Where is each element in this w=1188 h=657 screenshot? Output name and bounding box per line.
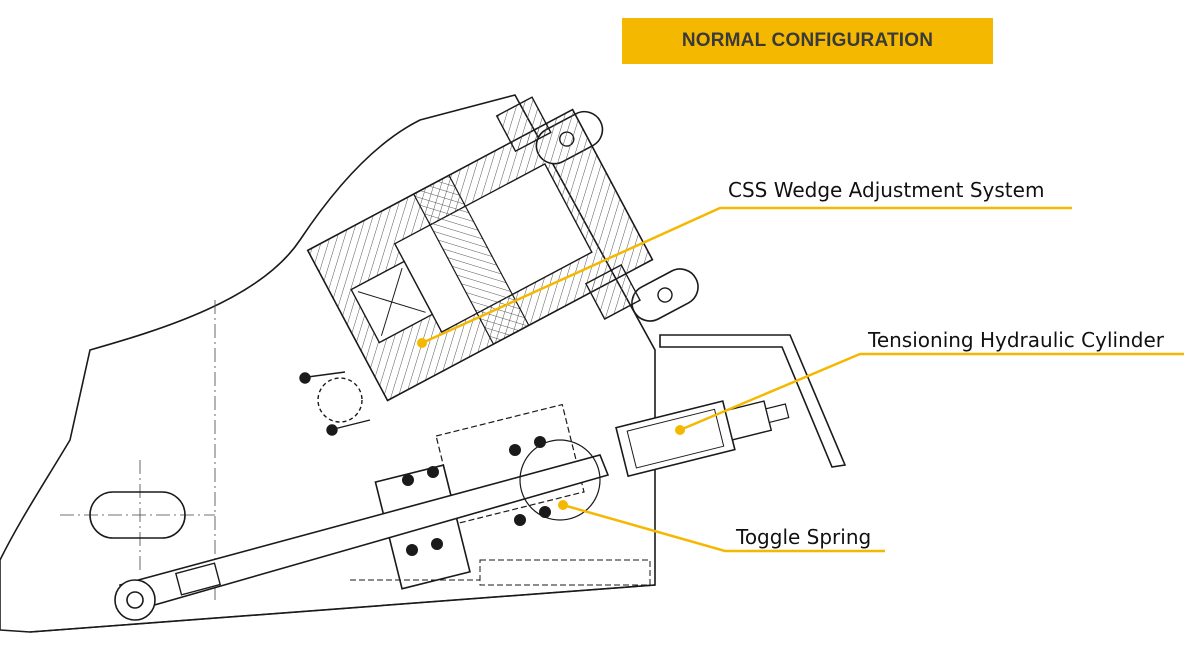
leader-css-wedge bbox=[421, 206, 1072, 345]
label-toggle-spring: Toggle Spring bbox=[736, 525, 872, 549]
leader-toggle-spring bbox=[562, 503, 885, 553]
title-banner: NORMAL CONFIGURATION bbox=[622, 18, 993, 64]
lower-dashed-frame bbox=[479, 559, 651, 586]
label-tensioning-cylinder: Tensioning Hydraulic Cylinder bbox=[868, 328, 1164, 352]
toggle-spring-coils bbox=[402, 436, 551, 556]
leader-tension-cyl bbox=[679, 352, 1184, 432]
guide-rod bbox=[118, 454, 610, 613]
diagram-title: NORMAL CONFIGURATION bbox=[681, 30, 934, 51]
spring-center-circle bbox=[519, 439, 601, 521]
left-bolts bbox=[299, 371, 371, 436]
frame-outline bbox=[0, 94, 656, 633]
right-bracket bbox=[659, 334, 847, 468]
hydraulic-cylinder bbox=[615, 400, 790, 478]
title-banner-bg bbox=[622, 18, 993, 64]
callout-leaders bbox=[417, 206, 1184, 553]
frame-slot bbox=[89, 491, 186, 539]
rod-eye bbox=[114, 579, 156, 621]
wedge-housing bbox=[306, 96, 654, 402]
label-css-wedge: CSS Wedge Adjustment System bbox=[728, 178, 1045, 202]
lower-lug bbox=[631, 268, 699, 322]
frame-base-line bbox=[29, 584, 656, 633]
